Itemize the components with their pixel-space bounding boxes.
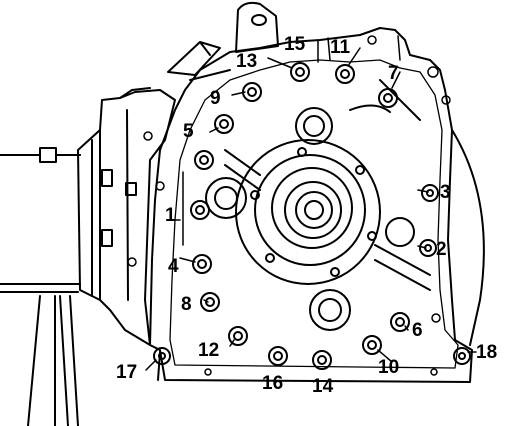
rim-holes: [127, 35, 451, 376]
label-13: 13: [236, 51, 257, 72]
label-10: 10: [378, 357, 399, 378]
label-15: 15: [284, 34, 306, 55]
label-6: 6: [412, 320, 423, 341]
central-hub: [235, 139, 381, 285]
passage-holes: [205, 79, 431, 331]
leader-lines: [145, 35, 477, 371]
label-14: 14: [312, 376, 334, 397]
label-5: 5: [183, 121, 194, 142]
bolt-holes: [153, 62, 471, 370]
label-16: 16: [262, 373, 283, 394]
label-4: 4: [168, 256, 179, 277]
label-1: 1: [165, 205, 176, 226]
label-8: 8: [181, 294, 192, 315]
label-2: 2: [436, 239, 447, 260]
gasket-line: [169, 59, 459, 369]
label-3: 3: [440, 182, 451, 203]
label-18: 18: [476, 342, 497, 363]
label-7: 7: [388, 63, 399, 84]
drive-shaft-housing: [0, 147, 81, 426]
cover-outline: [149, 27, 485, 383]
bell-housing: [77, 87, 176, 346]
top-bracket: [167, 1, 279, 81]
label-9: 9: [210, 88, 221, 109]
part-labels: 1 2 3 4 5 6 7 8 9 10 11 12 13 14 15 16 1…: [116, 34, 497, 397]
label-11: 11: [330, 37, 351, 58]
label-17: 17: [116, 362, 137, 383]
label-12: 12: [198, 340, 219, 361]
